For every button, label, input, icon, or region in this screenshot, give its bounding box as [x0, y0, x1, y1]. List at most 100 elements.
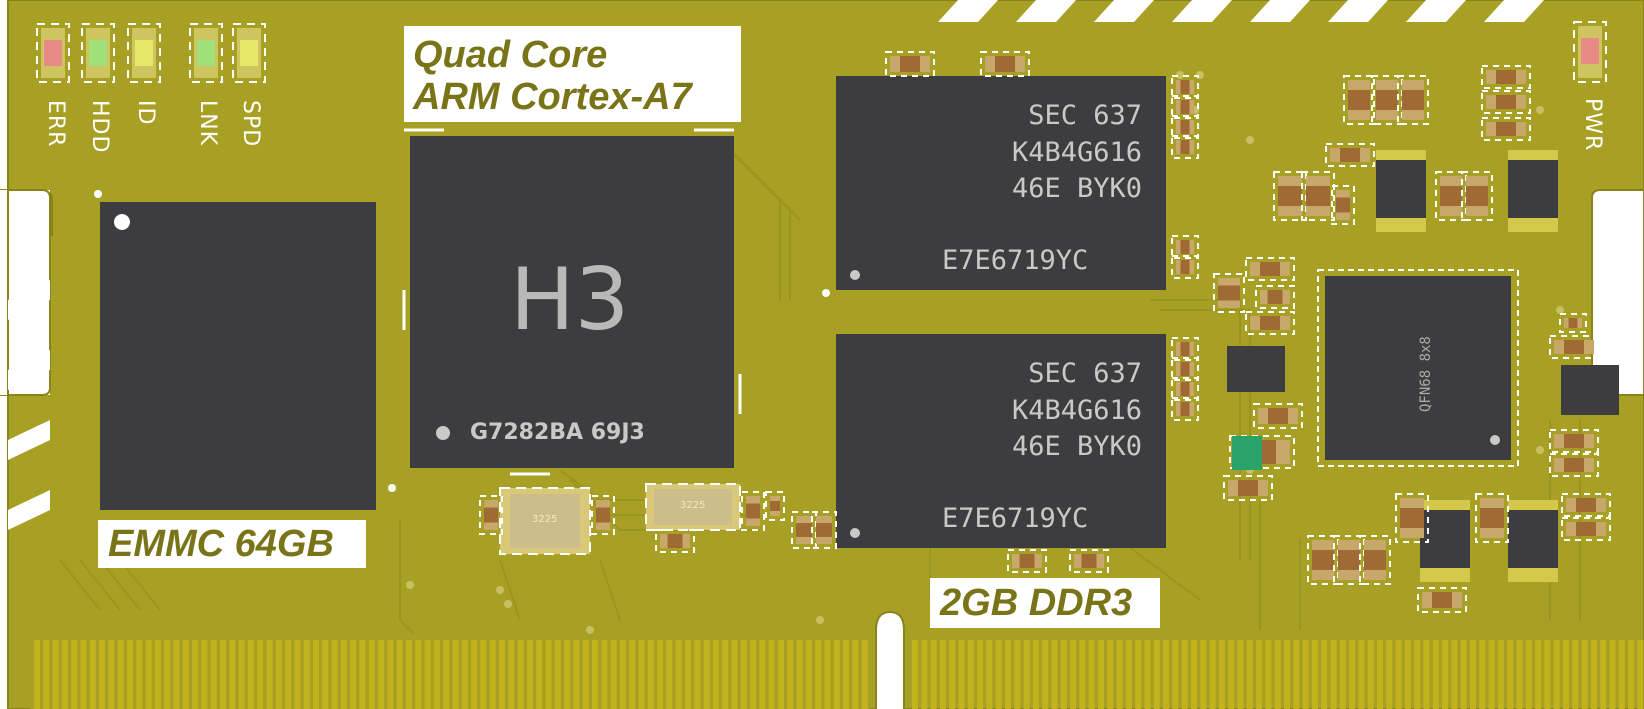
gold-finger-pin — [424, 640, 431, 709]
gold-finger-pin — [824, 640, 831, 709]
gold-finger-pin — [1256, 640, 1263, 709]
gold-finger-pin — [1432, 640, 1439, 709]
gold-finger-pin — [1107, 640, 1114, 709]
gold-finger-pin — [313, 640, 319, 709]
gold-finger-pin — [750, 640, 757, 709]
gold-finger-pin — [461, 640, 468, 709]
gold-finger-pin — [34, 640, 40, 709]
passive-outline — [1481, 65, 1531, 89]
ddr-label: 2GB DDR3 — [940, 582, 1133, 624]
gold-finger-pin — [1479, 640, 1486, 709]
gold-finger-pin — [778, 640, 784, 709]
gold-finger-pin — [967, 640, 974, 709]
passive-outline — [1343, 75, 1375, 125]
gold-finger-pin — [815, 640, 822, 709]
passive-core — [1267, 290, 1283, 304]
passive-outline — [1245, 257, 1295, 281]
passive-core — [1496, 122, 1516, 136]
passive-core — [1496, 95, 1516, 109]
passive-core — [1180, 402, 1190, 416]
passive-core — [1568, 318, 1578, 328]
passive-core — [1180, 120, 1190, 134]
gold-finger-pin — [340, 640, 347, 709]
passive-core — [1268, 408, 1288, 424]
gold-finger-pin — [1516, 640, 1523, 709]
passive-core — [667, 534, 683, 548]
passive-core — [1576, 498, 1596, 512]
passive-outline — [791, 511, 817, 549]
gold-finger-pin — [1600, 640, 1607, 709]
passive-core — [1260, 262, 1280, 276]
gold-finger-pin — [443, 640, 450, 709]
gold-finger-pin — [958, 640, 965, 709]
gold-finger-pin — [1572, 640, 1579, 709]
gold-finger-pin — [1302, 640, 1309, 709]
gold-finger-pin — [1618, 640, 1625, 709]
passive-core — [1306, 186, 1330, 206]
ram2-line3: 46E BYK0 — [1011, 431, 1142, 462]
gold-finger-pin — [675, 640, 682, 709]
led-label-spd: SPD — [238, 100, 263, 148]
gold-finger-pin — [43, 640, 50, 709]
gold-finger-pin — [201, 640, 208, 709]
gold-finger-pin — [1274, 640, 1281, 709]
gold-finger-pin — [1311, 640, 1318, 709]
gold-finger-pin — [629, 640, 636, 709]
gold-finger-pin — [1218, 640, 1225, 709]
passive-outline — [1171, 377, 1199, 401]
passive-outline — [765, 491, 785, 521]
passive-outline — [479, 495, 503, 535]
passive-core — [816, 523, 832, 537]
gold-finger-pin — [471, 640, 478, 709]
gold-finger-pin — [731, 640, 738, 709]
passive-core — [1278, 186, 1302, 206]
passive-outline — [1229, 435, 1295, 469]
gold-finger-pin — [61, 640, 68, 709]
gold-finger-pin — [1497, 640, 1504, 709]
passive-core — [1432, 592, 1452, 608]
gold-finger-pin — [154, 640, 161, 709]
soc-marking: G7282BA 69J3 — [470, 420, 645, 445]
crystal-1 — [510, 494, 580, 548]
ram2-line4: E7E6719YC — [942, 503, 1089, 534]
regulator-pads — [1376, 150, 1558, 582]
led-hdd-lens — [89, 40, 107, 66]
gold-finger-pin — [1563, 640, 1569, 709]
gold-finger-pin — [136, 640, 143, 709]
gold-finger-pin — [526, 640, 533, 709]
passive-core — [1466, 186, 1488, 206]
gold-finger-pin — [647, 640, 654, 709]
gold-finger-pin — [247, 640, 254, 709]
gold-finger-pin — [619, 640, 626, 709]
passive-outline — [1171, 235, 1199, 259]
gold-finger-pin — [1488, 640, 1495, 709]
passive-outline — [1171, 357, 1199, 381]
gold-finger-pin — [303, 640, 310, 709]
gold-finger-pin — [930, 640, 937, 709]
gold-finger-pin — [257, 640, 264, 709]
gold-finger-pin — [71, 640, 78, 709]
led-id-lens — [135, 40, 153, 66]
gold-finger-pin — [1590, 640, 1597, 709]
passive-outline — [1301, 171, 1335, 221]
passive-core — [1340, 148, 1360, 162]
gold-finger-pin — [433, 640, 440, 709]
gold-finger-pin — [1005, 640, 1011, 709]
gold-finger-pin — [387, 640, 394, 709]
passive-outline — [1461, 171, 1493, 221]
gold-finger-pin — [322, 640, 329, 709]
gold-finger-pin — [173, 640, 180, 709]
gold-finger-pin — [127, 640, 133, 709]
gold-finger-pin — [359, 640, 366, 709]
gold-finger-pin — [1237, 640, 1244, 709]
gold-finger-pin — [1358, 640, 1365, 709]
gold-finger-pin — [995, 640, 1002, 709]
led-label-err: ERR — [43, 100, 68, 148]
led-label-hdd: HDD — [87, 100, 112, 154]
gold-finger-pin — [912, 640, 918, 709]
gold-finger-pin — [1367, 640, 1374, 709]
gold-finger-pin — [489, 640, 496, 709]
gold-finger-pin — [1581, 640, 1588, 709]
gold-finger-pin — [939, 640, 946, 709]
